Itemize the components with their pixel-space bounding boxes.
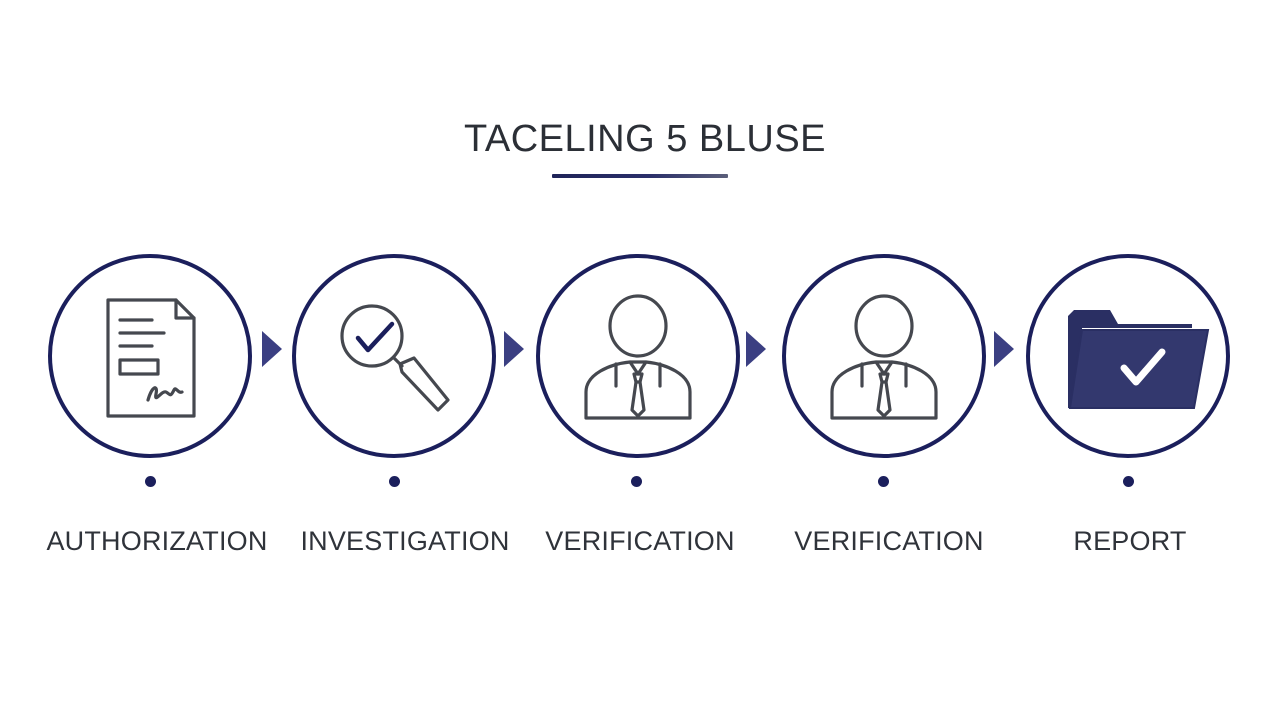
step-dot: [389, 476, 400, 487]
step-ring: [782, 254, 986, 458]
step-dot: [145, 476, 156, 487]
title-underline: [552, 174, 728, 178]
step-authorization: [48, 254, 252, 458]
step-label-authorization: AUTHORIZATION: [46, 526, 268, 556]
step-ring: [1026, 254, 1230, 458]
step-dot: [878, 476, 889, 487]
arrow-1: [262, 331, 282, 367]
step-label-verification-2: VERIFICATION: [794, 526, 984, 556]
person-tie-icon: [830, 294, 938, 420]
step-verification-1: [536, 254, 740, 458]
arrow-3: [746, 331, 766, 367]
arrow-2: [504, 331, 524, 367]
step-investigation: [292, 254, 496, 458]
step-label-report: REPORT: [1073, 526, 1187, 556]
signed-document-icon: [106, 298, 196, 418]
step-ring: [292, 254, 496, 458]
arrow-4: [994, 331, 1014, 367]
step-dot: [1123, 476, 1134, 487]
step-label-verification-1: VERIFICATION: [545, 526, 735, 556]
diagram-title: TACELING 5 BLUSE: [463, 118, 827, 160]
folder-check-icon: [1068, 310, 1210, 409]
magnifier-check-icon: [340, 304, 450, 412]
person-tie-icon: [584, 294, 692, 420]
step-report: [1026, 254, 1230, 458]
step-dot: [631, 476, 642, 487]
step-label-investigation: INVESTIGATION: [300, 526, 510, 556]
step-ring: [48, 254, 252, 458]
step-ring: [536, 254, 740, 458]
step-verification-2: [782, 254, 986, 458]
